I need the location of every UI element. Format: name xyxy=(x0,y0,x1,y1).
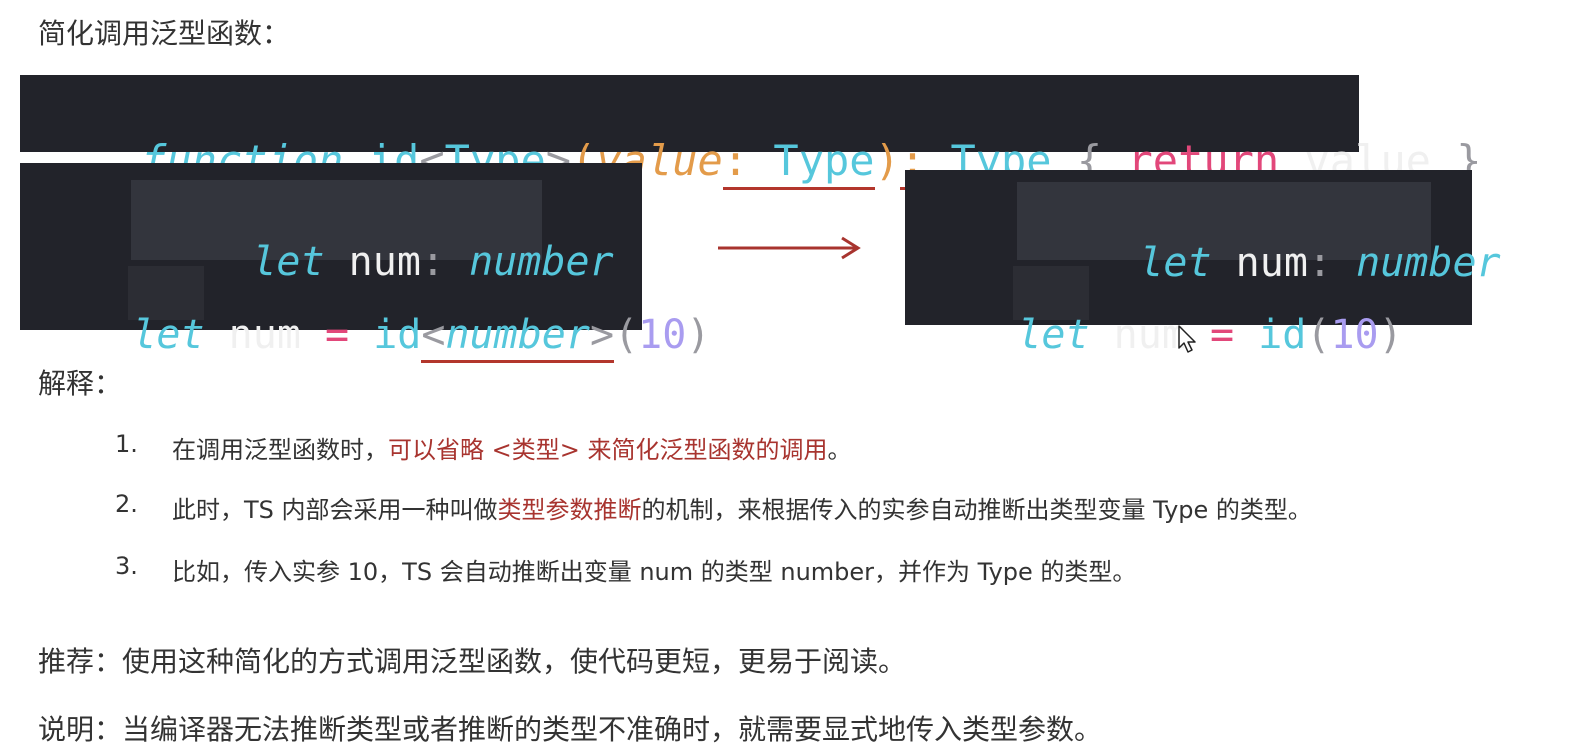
item-highlight: 可以省略 <类型> 来简化泛型函数的调用 xyxy=(388,436,828,464)
paren-open: ( xyxy=(614,312,639,358)
item-text: 此时，TS 内部会采用一种叫做 xyxy=(172,496,498,524)
keyword-let: let xyxy=(132,312,205,358)
angle-open: < xyxy=(421,312,446,358)
list-number: 1. xyxy=(115,430,138,458)
hint-let: let xyxy=(252,239,325,285)
operator-equals: = xyxy=(1210,312,1235,358)
param-colon: : xyxy=(722,136,749,185)
word-highlight xyxy=(1013,266,1089,320)
hint-colon: : xyxy=(420,239,446,285)
mouse-cursor-icon xyxy=(1178,325,1196,353)
note-text: 说明：当编译器无法推断类型或者推断的类型不准确时，就需要显式地传入类型参数。 xyxy=(38,713,1103,746)
list-number: 2. xyxy=(115,490,138,518)
operator-equals: = xyxy=(325,312,350,358)
paren-close: ) xyxy=(1378,312,1403,358)
call-fn: id xyxy=(373,312,422,358)
type-hint-tooltip xyxy=(131,180,542,260)
angle-close: > xyxy=(589,312,615,358)
arrow-right-icon xyxy=(718,236,861,260)
hint-var: num xyxy=(1235,240,1308,286)
item-text: 在调用泛型函数时， xyxy=(172,436,388,464)
list-item: 此时，TS 内部会采用一种叫做类型参数推断的机制，来根据传入的实参自动推断出类型… xyxy=(172,490,1312,525)
paren-close: ) xyxy=(874,136,900,185)
code-block-explicit-call: let num: number let num = id<number>(10) xyxy=(20,163,710,363)
item-text-end: 的机制，来根据传入的实参自动推断出类型变量 Type 的类型。 xyxy=(641,496,1312,524)
keyword-let: let xyxy=(1017,312,1090,358)
hint-type: number xyxy=(469,239,614,285)
type-hint-text: let num: number xyxy=(156,193,614,331)
item-text: 比如，传入实参 10，TS 会自动推断出变量 num 的类型 number，并作… xyxy=(172,558,1137,586)
call-fn: id xyxy=(1258,312,1307,358)
list-item: 在调用泛型函数时，可以省略 <类型> 来简化泛型函数的调用。 xyxy=(172,430,851,465)
arg-number: 10 xyxy=(1330,312,1379,358)
var-num: num xyxy=(1113,312,1186,358)
hint-let: let xyxy=(1139,240,1212,286)
recommendation-text: 推荐：使用这种简化的方式调用泛型函数，使代码更短，更易于阅读。 xyxy=(38,645,907,678)
paren-open: ( xyxy=(1306,312,1331,358)
paren-close: ) xyxy=(686,312,711,358)
item-text-end: 。 xyxy=(827,436,852,464)
section-title: 简化调用泛型函数： xyxy=(38,17,291,50)
word-highlight xyxy=(128,266,204,320)
arg-number: 10 xyxy=(638,312,687,358)
item-highlight: 类型参数推断 xyxy=(497,496,642,524)
param-type: Type xyxy=(773,136,875,185)
hint-type: number xyxy=(1356,240,1501,286)
type-argument: number xyxy=(445,312,590,358)
explain-label: 解释： xyxy=(38,367,123,400)
list-number: 3. xyxy=(115,552,138,580)
var-num: num xyxy=(228,312,301,358)
list-item: 比如，传入实参 10，TS 会自动推断出变量 num 的类型 number，并作… xyxy=(172,552,1136,587)
hint-colon: : xyxy=(1307,240,1333,286)
hint-var: num xyxy=(348,239,421,285)
type-hint-text: let num: number xyxy=(1043,194,1501,332)
code-block-generic-function: function id<Type>(value: Type): Type { r… xyxy=(20,75,1482,190)
code-block-inferred-call: let num: number let num = id(10) xyxy=(905,170,1501,358)
type-hint-tooltip xyxy=(1017,182,1431,260)
